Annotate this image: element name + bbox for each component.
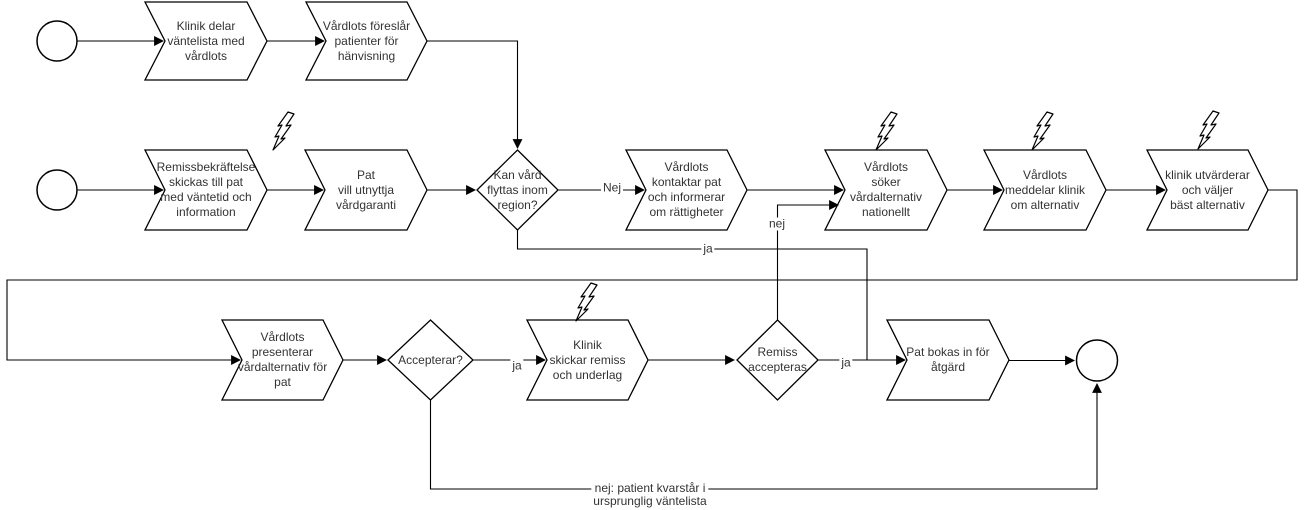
edge-utvarderar-to-presenterar xyxy=(6,189,1298,365)
node-pat-vill-utnyttja-vardgaranti xyxy=(303,149,428,231)
node-klinik-skickar-remiss xyxy=(525,319,649,401)
node-vardlots-foreslar-patienter xyxy=(304,1,428,81)
edge-accepterar-nej-to-end xyxy=(429,383,1102,490)
decision-kan-vard-flyttas xyxy=(476,149,559,231)
node-vardlots-presenterar xyxy=(220,319,344,401)
edge-foreslar-to-kan-vard xyxy=(427,40,523,149)
edge-remiss-accepteras-nej xyxy=(776,200,839,320)
node-vardlots-soker-vardalternativ xyxy=(823,149,948,231)
decision-accepterar xyxy=(387,319,474,401)
lightning-icon xyxy=(1197,110,1220,150)
node-vardlots-meddelar-klinik xyxy=(982,149,1107,231)
lightning-icon xyxy=(272,111,295,151)
shapes-group xyxy=(36,1,1269,401)
end-event-circle xyxy=(1075,339,1119,382)
node-remissbekraftelse-skickas xyxy=(143,149,268,231)
node-pat-bokas-in xyxy=(885,319,1010,401)
edge-kan-vard-ja xyxy=(516,230,868,360)
start-event-circle-referral xyxy=(36,169,78,211)
edges-group xyxy=(6,36,1298,490)
node-klinik-utvarderar xyxy=(1145,149,1269,231)
start-event-circle-waitlist xyxy=(36,20,78,62)
node-vardlots-kontaktar-pat xyxy=(624,149,748,231)
lightning-icon xyxy=(1031,111,1054,151)
lightning-icon xyxy=(575,282,598,322)
lightning-icon xyxy=(875,111,898,151)
decision-remiss-accepteras xyxy=(736,319,819,401)
node-klinik-delar-vantelista xyxy=(143,1,268,81)
